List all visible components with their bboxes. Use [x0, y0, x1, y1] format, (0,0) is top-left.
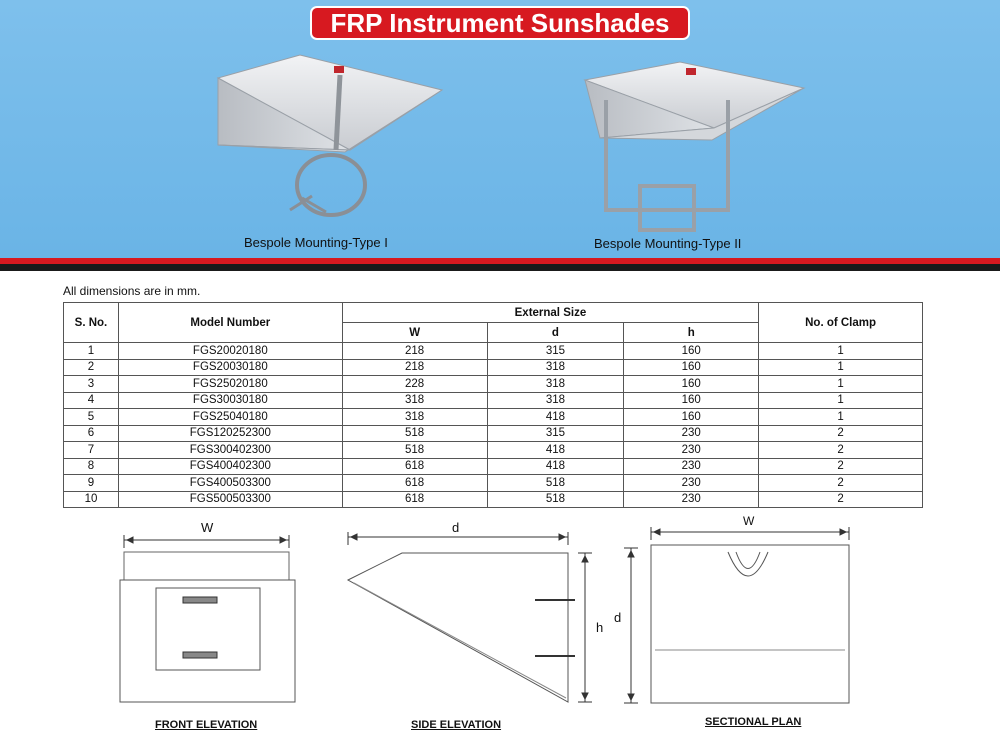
header-model: Model Number [117, 302, 343, 343]
dimensions-note: All dimensions are in mm. [63, 284, 201, 298]
divider-black [0, 264, 1000, 271]
header-d: d [486, 322, 625, 343]
table-cell: 418 [486, 408, 625, 426]
sunshade-type-2-image [583, 61, 806, 232]
table-cell: FGS500503300 [117, 490, 343, 508]
plan-dim-w: W [743, 514, 755, 528]
table-cell: 230 [623, 490, 760, 508]
table-cell: 318 [486, 391, 625, 409]
table-cell: FGS20030180 [117, 358, 343, 376]
divider-red [0, 258, 1000, 264]
sunshade-type-1-image [216, 54, 444, 217]
side-dim-d: d [452, 520, 460, 535]
hero-banner: FRP Instrument Sunshades [0, 0, 1000, 258]
label-sectional-plan: SECTIONAL PLAN [705, 716, 802, 728]
table-cell: 230 [623, 424, 760, 442]
header-clamp: No. of Clamp [758, 302, 923, 343]
table-cell: 230 [623, 457, 760, 475]
side-elevation-drawing [346, 532, 592, 703]
table-cell: 418 [486, 457, 625, 475]
plan-dim-d: d [614, 610, 622, 625]
front-dim-w: W [201, 520, 214, 535]
table-cell: 2 [758, 490, 923, 508]
table-cell: 518 [486, 490, 625, 508]
label-front-elevation: FRONT ELEVATION [155, 719, 258, 731]
product-caption-type-1: Bespole Mounting-Type I [244, 235, 388, 250]
table-cell: 518 [341, 424, 488, 442]
label-side-elevation: SIDE ELEVATION [411, 719, 502, 731]
table-cell: FGS400503300 [117, 474, 343, 492]
table-cell: 160 [623, 408, 760, 426]
header-h: h [623, 322, 760, 343]
sectional-plan-drawing [624, 527, 850, 704]
side-dim-h: h [596, 620, 604, 635]
front-elevation-drawing [119, 535, 296, 703]
header-sno: S. No. [63, 302, 119, 343]
product-photos [216, 54, 806, 232]
table-cell: FGS400402300 [117, 457, 343, 475]
product-caption-type-2: Bespole Mounting-Type II [594, 236, 742, 251]
page-title: FRP Instrument Sunshades [310, 6, 690, 40]
specification-table: S. No. Model Number External Size No. of… [63, 302, 923, 508]
